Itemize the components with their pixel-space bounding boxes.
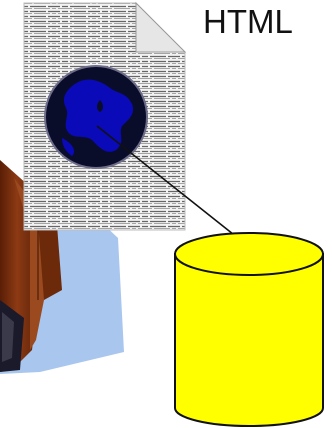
- link-arrow: [96, 125, 244, 243]
- html-label: HTML: [203, 3, 293, 40]
- database-cylinder-icon: [174, 232, 324, 427]
- globe-icon: [44, 65, 148, 169]
